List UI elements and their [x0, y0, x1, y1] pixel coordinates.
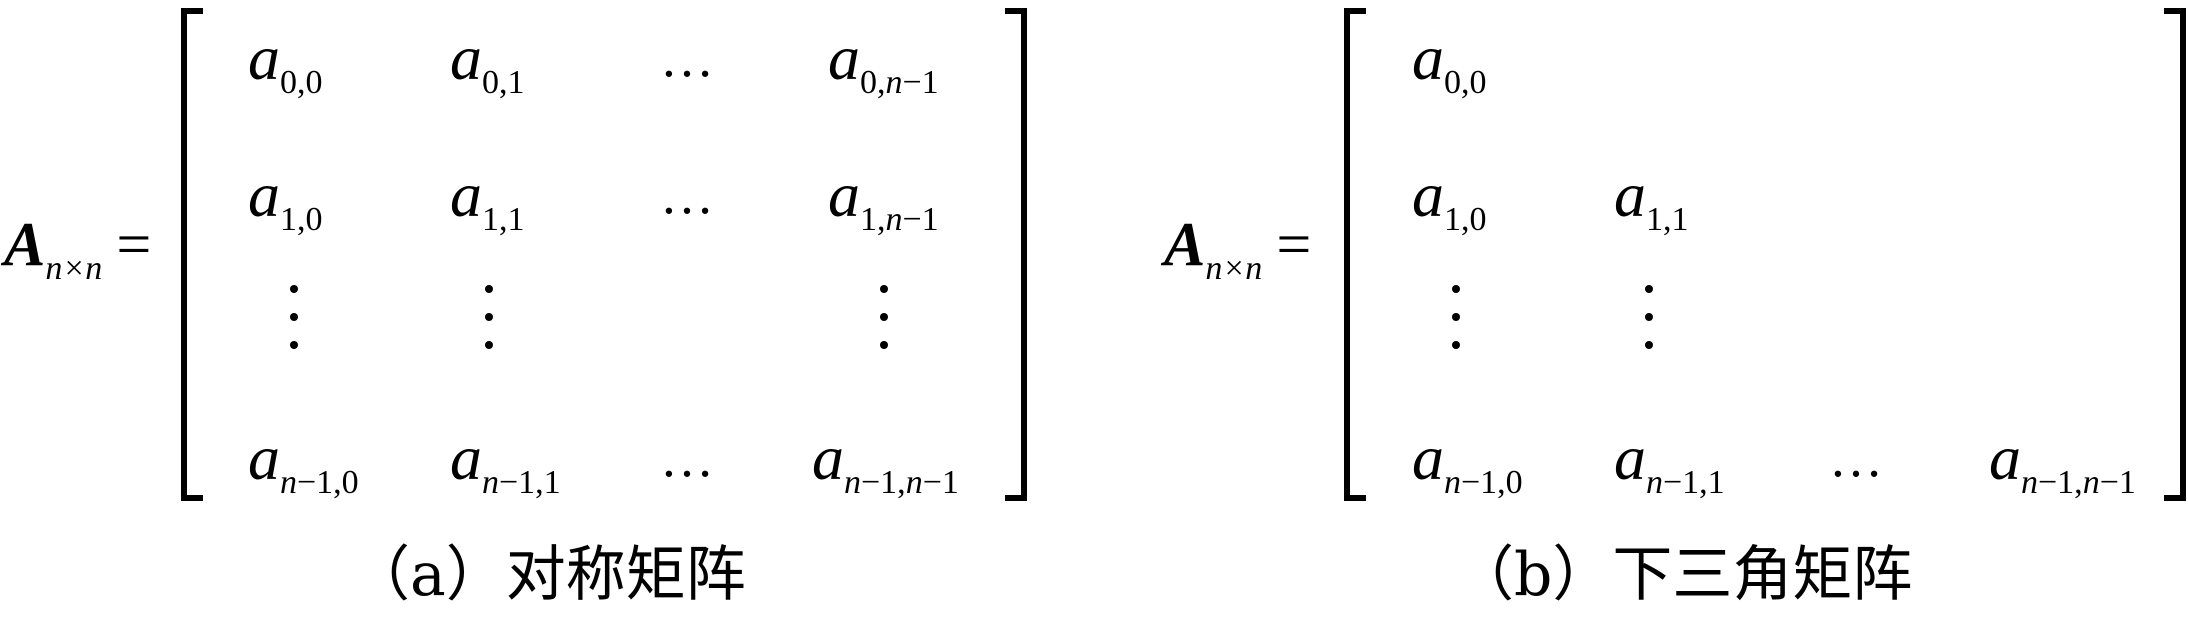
matrix-entry: a1,n−1 [828, 159, 939, 238]
matrix-entry: a1,0 [248, 159, 323, 238]
panel-lower-triangular-matrix: An×n = a0,0 a1,0 a1,1 an−1,0 an−1,1 … an−… [1094, 0, 2188, 626]
horizontal-ellipsis: … [660, 28, 716, 88]
matrix-symbol: A [4, 211, 46, 279]
matrix-lhs: An×n = [1164, 210, 1311, 290]
matrix-entry: a0,0 [248, 22, 323, 101]
matrix-entry: a1,1 [450, 159, 525, 238]
caption-a: （a）对称矩阵 [350, 540, 746, 610]
vertical-ellipsis [279, 285, 309, 351]
equals-sign: = [116, 211, 152, 279]
right-bracket [2164, 8, 2186, 501]
matrix-entry: an−1,1 [1614, 422, 1725, 501]
horizontal-ellipsis: … [660, 428, 716, 488]
right-bracket [1005, 8, 1027, 501]
matrix-entry: an−1,0 [1412, 422, 1523, 501]
vertical-ellipsis [474, 285, 504, 351]
matrix-entry: a0,0 [1412, 22, 1487, 101]
horizontal-ellipsis: … [1829, 428, 1885, 488]
matrix-entry: an−1,n−1 [812, 422, 959, 501]
matrix-entry: an−1,1 [450, 422, 561, 501]
vertical-ellipsis [1634, 285, 1664, 351]
caption-b: （b）下三角矩阵 [1454, 540, 1913, 610]
vertical-ellipsis [1441, 285, 1471, 351]
vertical-ellipsis [869, 285, 899, 351]
panel-symmetric-matrix: An×n = a0,0 a0,1 … a0,n−1 a1,0 a1,1 … a1,… [4, 8, 1027, 610]
matrix-entry: an−1,0 [248, 422, 359, 501]
matrix-lhs: An×n = [4, 210, 151, 290]
matrix-size-subscript: n×n [45, 250, 103, 287]
matrix-entry: a1,1 [1614, 159, 1689, 238]
left-bracket [181, 8, 203, 501]
matrix-entry: a0,n−1 [828, 22, 939, 101]
matrix-entry: an−1,n−1 [1989, 422, 2136, 501]
matrix-symbol: A [1164, 211, 1206, 279]
matrix-entry: a0,1 [450, 22, 525, 101]
left-bracket [1344, 8, 1366, 501]
matrix-entry: a1,0 [1412, 159, 1487, 238]
horizontal-ellipsis: … [660, 165, 716, 225]
equals-sign: = [1276, 211, 1312, 279]
matrix-size-subscript: n×n [1205, 250, 1263, 287]
